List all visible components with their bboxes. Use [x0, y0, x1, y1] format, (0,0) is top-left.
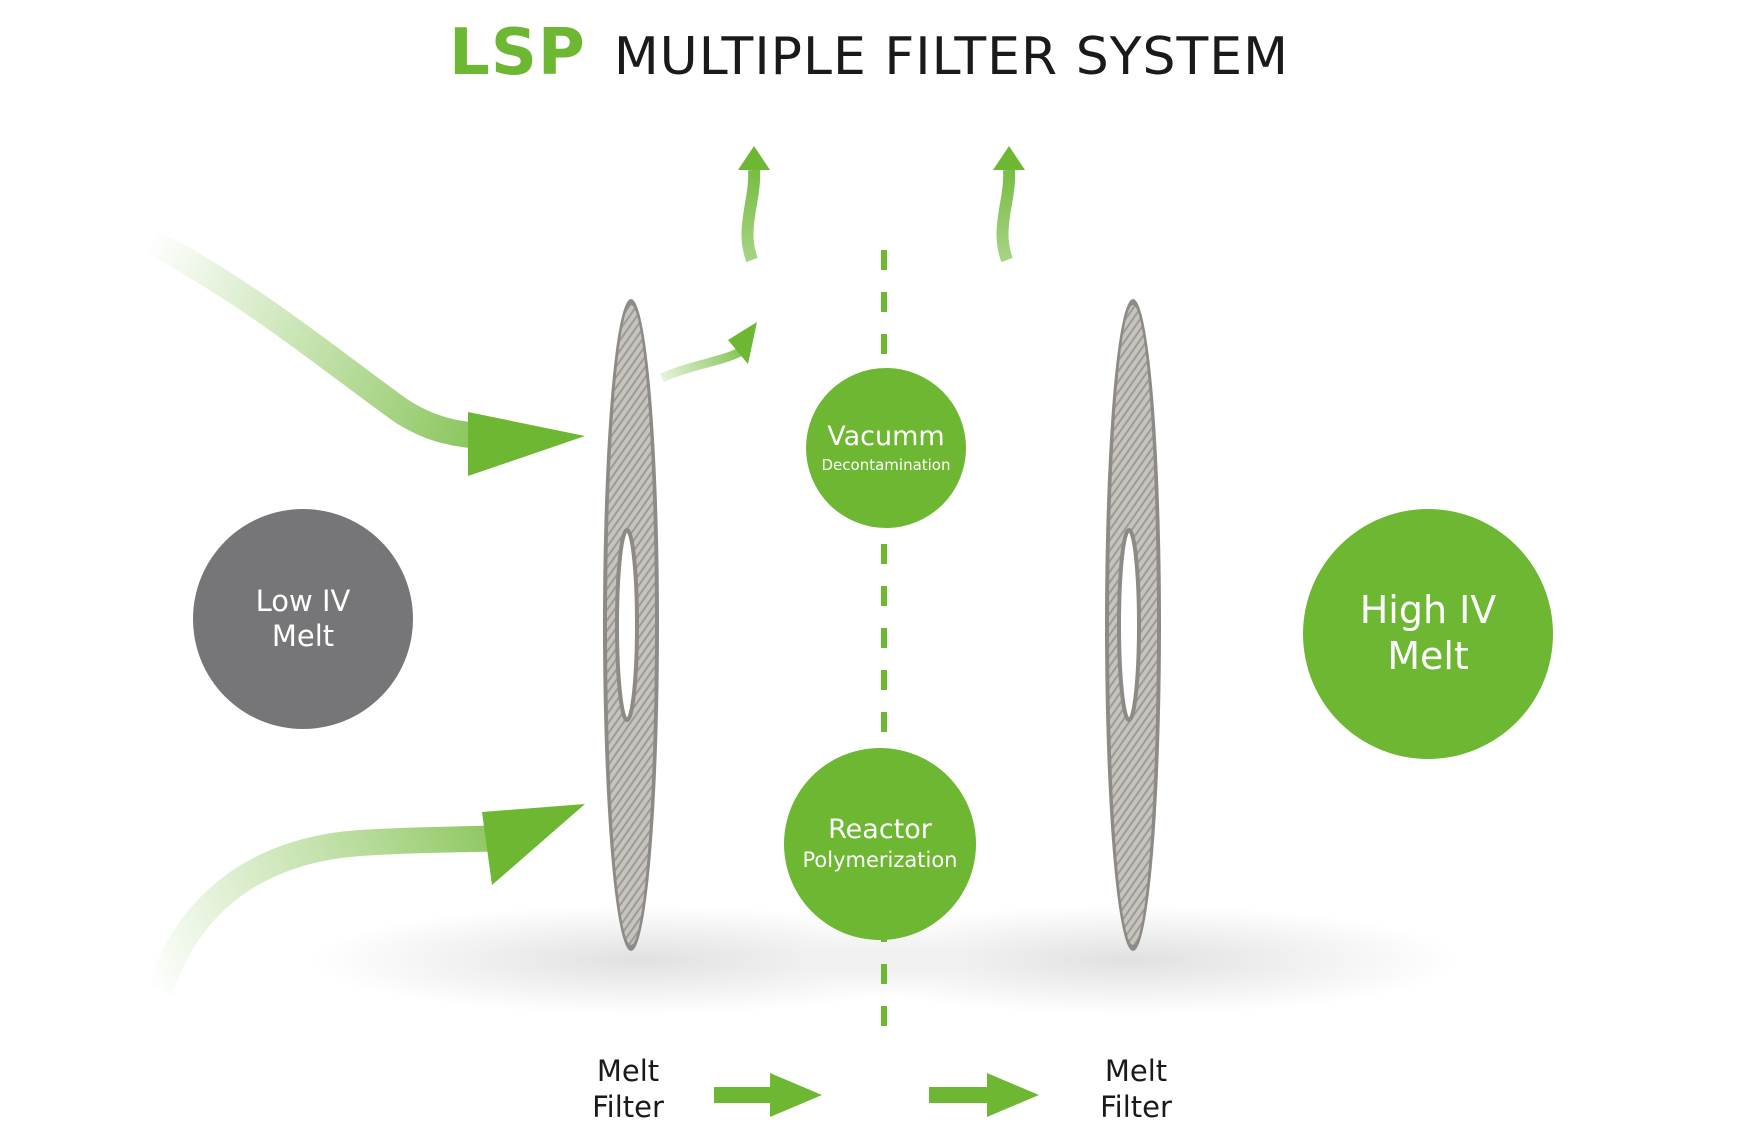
outflow-arrow-icon [993, 146, 1025, 263]
title-brand: LSP [449, 16, 586, 90]
low-iv-line1: Low IV [255, 584, 351, 619]
flow-right-arrow-icon [929, 1073, 1039, 1117]
left-filter-line1: Melt [596, 1054, 660, 1088]
reactor-polymerization-node: Reactor Polymerization [784, 748, 976, 940]
right-filter-line1: Melt [1104, 1054, 1168, 1088]
high-iv-melt-node: High IV Melt [1303, 509, 1553, 759]
reactor-title: Reactor [828, 814, 932, 845]
page-title: LSP MULTIPLE FILTER SYSTEM [0, 16, 1738, 90]
vacuum-decontamination-node: Vacumm Decontamination [806, 368, 966, 528]
low-iv-melt-node: Low IV Melt [193, 509, 413, 729]
low-iv-line2: Melt [271, 619, 335, 653]
left-filter-shadow [310, 905, 970, 1015]
inflow-arrow-icon [143, 228, 585, 476]
outflow-arrow-icon [660, 322, 757, 383]
title-text: MULTIPLE FILTER SYSTEM [613, 27, 1289, 87]
right-filter-shadow [800, 905, 1460, 1015]
left-filter-line2: Filter [592, 1090, 664, 1124]
outflow-arrow-icon [738, 146, 770, 263]
right-filter-label: Melt Filter [1076, 1053, 1196, 1125]
vacuum-title: Vacumm [827, 421, 945, 452]
reactor-subtitle: Polymerization [802, 848, 958, 872]
high-iv-line2: Melt [1387, 634, 1469, 678]
high-iv-line1: High IV [1359, 588, 1497, 633]
flow-right-arrow-icon [714, 1073, 822, 1117]
left-filter-label: Melt Filter [568, 1053, 688, 1125]
filter-disc-icon [1105, 299, 1161, 951]
vacuum-subtitle: Decontamination [821, 456, 951, 474]
filter-disc-icon [603, 299, 659, 951]
inflow-arrow-icon [147, 804, 585, 995]
right-filter-line2: Filter [1100, 1090, 1172, 1124]
